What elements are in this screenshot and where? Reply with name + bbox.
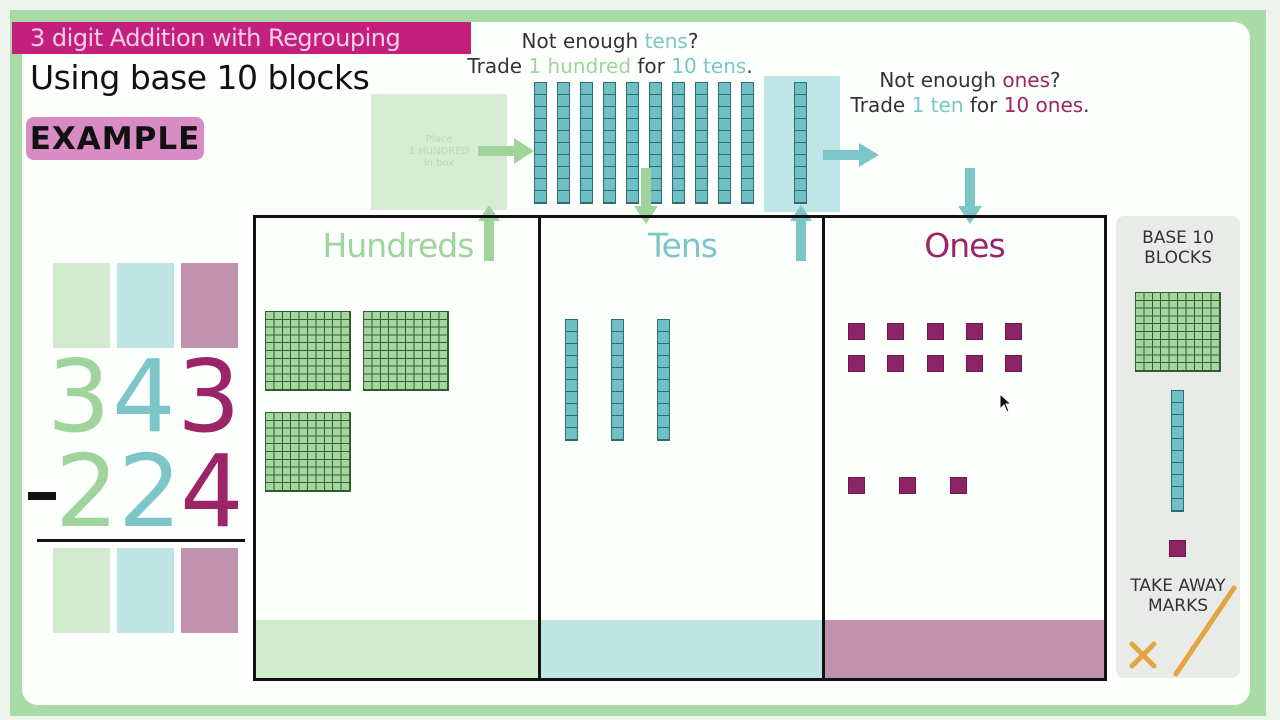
text: Not enough	[879, 68, 1003, 92]
hundreds-result-swatch[interactable]	[53, 548, 110, 633]
one-unit[interactable]	[1005, 323, 1022, 340]
hint-line: 1 HUNDRED	[408, 146, 470, 157]
subtraction-problem: 3 4 3 2 2 4	[20, 250, 260, 650]
hundreds-color-band	[256, 620, 540, 678]
text: Trade	[467, 54, 529, 78]
one-unit[interactable]	[927, 355, 944, 372]
minuend-ones: 3	[177, 338, 241, 455]
text: Trade	[850, 93, 912, 117]
text-highlight: 10 ones	[1003, 93, 1084, 117]
tens-column[interactable]: Tens	[541, 218, 824, 678]
ten-rod[interactable]	[718, 82, 731, 204]
mouse-cursor-icon	[999, 393, 1013, 413]
example-badge: EXAMPLE	[26, 117, 204, 160]
lesson-subtitle: Using base 10 blocks	[30, 58, 370, 97]
legend-title-line: BLOCKS	[1144, 248, 1212, 268]
one-unit[interactable]	[848, 355, 865, 372]
ten-rod[interactable]	[695, 82, 708, 204]
ten-rod[interactable]	[657, 319, 670, 441]
ten-rod[interactable]	[672, 82, 685, 204]
one-unit[interactable]	[887, 323, 904, 340]
one-unit-template[interactable]	[1169, 540, 1186, 557]
text: .	[746, 54, 753, 78]
minuend-hundreds: 3	[47, 338, 111, 455]
text: .	[1083, 93, 1090, 117]
minuend-tens: 4	[112, 338, 176, 455]
ones-result-swatch[interactable]	[181, 548, 238, 633]
hundreds-answer-swatch	[53, 263, 110, 348]
ten-rod[interactable]	[794, 82, 807, 204]
hundred-flat[interactable]	[265, 311, 351, 391]
text-highlight: tens	[644, 29, 688, 53]
text: ?	[687, 29, 699, 53]
tens-result-swatch[interactable]	[117, 548, 174, 633]
ten-rod[interactable]	[565, 319, 578, 441]
trade-ones-instruction: Not enough ones? Trade 1 ten for 10 ones…	[840, 68, 1100, 118]
one-unit[interactable]	[966, 323, 983, 340]
ten-rod[interactable]	[603, 82, 616, 204]
hint-line: Place	[425, 134, 453, 145]
ten-rod[interactable]	[626, 82, 639, 204]
marks-label-line: TAKE AWAY	[1130, 576, 1226, 596]
hundred-flat[interactable]	[363, 311, 449, 391]
text: for	[963, 93, 1004, 117]
ten-rod[interactable]	[557, 82, 570, 204]
one-unit[interactable]	[848, 477, 865, 494]
ones-column[interactable]: Ones	[825, 218, 1104, 678]
subtrahend-hundreds: 2	[55, 433, 119, 550]
place-value-chart: Hundreds Tens Ones	[253, 215, 1107, 681]
hundreds-column[interactable]: Hundreds	[256, 218, 540, 678]
ones-answer-swatch	[181, 263, 238, 348]
hundred-flat[interactable]	[265, 412, 351, 492]
text: ?	[1050, 68, 1061, 92]
text: for	[631, 54, 672, 78]
minus-sign	[28, 492, 56, 500]
ten-rod[interactable]	[534, 82, 547, 204]
one-unit[interactable]	[950, 477, 967, 494]
traded-tens-rods	[534, 82, 764, 204]
ten-rod[interactable]	[580, 82, 593, 204]
one-unit[interactable]	[899, 477, 916, 494]
lesson-title: 3 digit Addition with Regrouping	[12, 22, 471, 54]
legend-title: BASE 10 BLOCKS	[1116, 228, 1240, 268]
ten-rod-template[interactable]	[1171, 390, 1184, 512]
ten-drop-box[interactable]	[764, 76, 840, 212]
one-unit[interactable]	[887, 355, 904, 372]
equals-line	[37, 539, 245, 542]
hundreds-header: Hundreds	[322, 226, 475, 265]
one-unit[interactable]	[848, 323, 865, 340]
trade-tens-instruction: Not enough tens? Trade 1 hundred for 10 …	[455, 29, 765, 79]
ones-color-band	[825, 620, 1104, 678]
arrow-right-icon	[478, 138, 534, 164]
legend-title-line: BASE 10	[1142, 228, 1214, 248]
subtrahend-ones: 4	[180, 433, 244, 550]
tens-color-band	[541, 620, 824, 678]
column-divider	[538, 218, 541, 678]
hint-line: in box	[423, 158, 455, 169]
subtrahend-tens: 2	[118, 433, 182, 550]
hundred-box-hint: Place 1 HUNDRED in box	[371, 134, 507, 170]
one-unit[interactable]	[927, 323, 944, 340]
text: Not enough	[521, 29, 645, 53]
text-highlight: 1 hundred	[528, 54, 632, 78]
one-unit[interactable]	[966, 355, 983, 372]
base-ten-blocks-legend: BASE 10 BLOCKS TAKE AWAY MARKS	[1116, 216, 1240, 678]
one-unit[interactable]	[1005, 355, 1022, 372]
slash-mark-icon[interactable]	[1170, 584, 1240, 678]
ten-rod[interactable]	[611, 319, 624, 441]
take-away-marks-label: TAKE AWAY MARKS	[1116, 576, 1240, 616]
text-highlight: 10 tens	[671, 54, 747, 78]
tens-answer-swatch	[117, 263, 174, 348]
marks-label-line: MARKS	[1147, 596, 1209, 616]
ten-rod[interactable]	[649, 82, 662, 204]
ones-header: Ones	[924, 226, 1005, 265]
tens-header: Tens	[648, 226, 718, 265]
hundred-flat-template[interactable]	[1135, 292, 1221, 372]
column-divider	[822, 218, 825, 678]
text-highlight: 1 ten	[911, 93, 964, 117]
x-mark-icon[interactable]	[1128, 640, 1158, 670]
text-highlight: ones	[1002, 68, 1051, 92]
arrow-right-icon	[823, 143, 879, 167]
ten-rod[interactable]	[741, 82, 754, 204]
